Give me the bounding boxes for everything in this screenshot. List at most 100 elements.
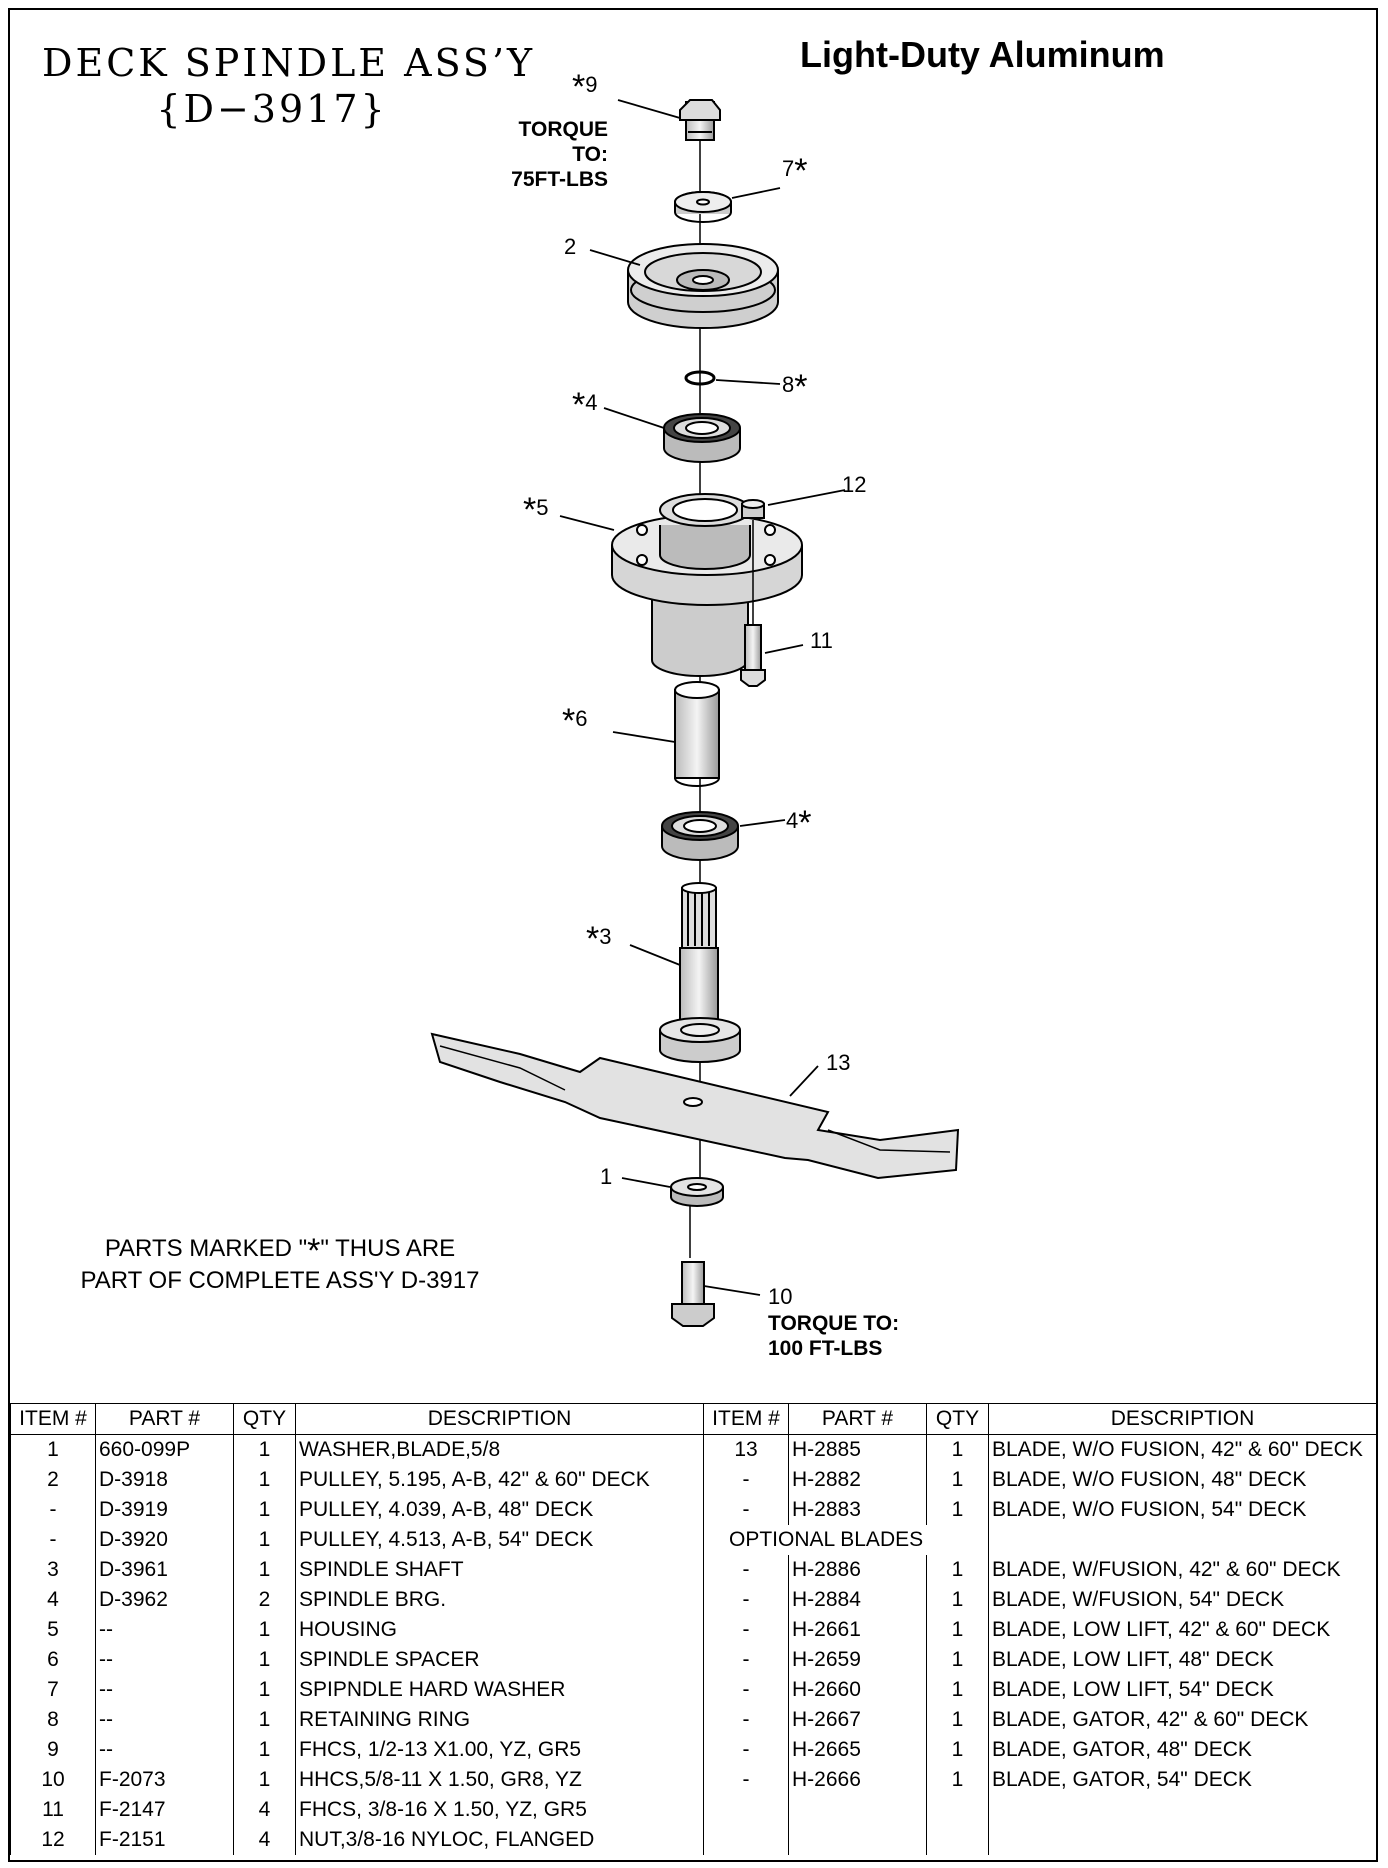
callout-number: 3 (599, 924, 612, 949)
table-cell: 11 (10, 1795, 96, 1825)
note-text: PARTS MARKED " (104, 1235, 308, 1262)
callout-number: 9 (585, 72, 598, 97)
shaft-item-3 (659, 882, 741, 1063)
note-text: " THUS ARE (320, 1235, 456, 1262)
star-marker: * (307, 1232, 321, 1270)
table-cell: 1 (926, 1585, 989, 1615)
bolt-item-10 (671, 1205, 715, 1327)
table-cell: SPIPNDLE HARD WASHER (295, 1675, 704, 1705)
table-cell: H-2882 (788, 1465, 927, 1495)
callout-2: 2 (564, 234, 576, 260)
table-cell: BLADE, GATOR, 54" DECK (988, 1765, 1377, 1795)
column-header: PART # (95, 1403, 234, 1435)
table-cell: D-3962 (95, 1585, 234, 1615)
table-cell: PULLEY, 4.513, A-B, 54" DECK (295, 1525, 704, 1555)
table-cell: 1 (926, 1765, 989, 1795)
table-cell: 1 (926, 1555, 989, 1585)
table-cell: 1 (233, 1465, 296, 1495)
washer-item-7 (674, 191, 732, 223)
pulley-item-2 (627, 243, 779, 329)
table-cell: H-2884 (788, 1585, 927, 1615)
callout-4-lower: 4* (786, 806, 811, 840)
table-cell: 8 (10, 1705, 96, 1735)
bearing-item-4-upper (663, 413, 741, 463)
callout-number: 10 (768, 1284, 793, 1309)
table-cell: 10 (10, 1765, 96, 1795)
table-cell: H-2885 (788, 1434, 927, 1465)
callout-11: 11 (810, 628, 833, 654)
table-cell: SPINDLE SPACER (295, 1645, 704, 1675)
table-cell: 1 (233, 1555, 296, 1585)
star-marker: * (798, 804, 812, 842)
callout-9: *9 (572, 70, 598, 104)
table-cell: BLADE, W/O FUSION, 48" DECK (988, 1465, 1377, 1495)
table-cell: FHCS, 1/2-13 X1.00, YZ, GR5 (295, 1735, 704, 1765)
callout-number: 13 (826, 1050, 851, 1075)
callout-number: 12 (842, 472, 867, 497)
table-cell: F-2147 (95, 1795, 234, 1825)
assembly-note: PARTS MARKED "*" THUS ARE PART OF COMPLE… (80, 1233, 480, 1297)
nut-item-12 (741, 499, 765, 519)
column-header: ITEM # (703, 1403, 789, 1435)
bearing-item-4-lower (661, 811, 739, 861)
table-cell: -- (95, 1675, 234, 1705)
table-cell: H-2660 (788, 1675, 927, 1705)
table-cell: NUT,3/8-16 NYLOC, FLANGED (295, 1825, 704, 1855)
table-cell (703, 1795, 789, 1825)
table-cell: - (703, 1615, 789, 1645)
exploded-diagram (430, 99, 960, 1327)
star-marker: * (572, 68, 586, 106)
spacer-item-6 (674, 681, 720, 787)
table-cell: -- (95, 1645, 234, 1675)
table-cell (926, 1795, 989, 1825)
housing-item-5 (611, 493, 803, 677)
table-cell: 1 (233, 1765, 296, 1795)
table-cell: D-3918 (95, 1465, 234, 1495)
column-header: DESCRIPTION (295, 1403, 704, 1435)
table-cell: - (703, 1675, 789, 1705)
table-cell: BLADE, W/FUSION, 54" DECK (988, 1585, 1377, 1615)
table-cell: 4 (233, 1795, 296, 1825)
table-cell (988, 1525, 1377, 1555)
callout-4-upper: *4 (572, 388, 597, 422)
table-cell: 1 (926, 1434, 989, 1465)
table-cell: HHCS,5/8-11 X 1.50, GR8, YZ (295, 1765, 704, 1795)
table-cell (703, 1825, 789, 1855)
table-cell: -- (95, 1705, 234, 1735)
table-cell: D-3919 (95, 1495, 234, 1525)
torque-note-bottom: TORQUE TO: 100 FT-LBS (768, 1311, 899, 1361)
table-cell: D-3920 (95, 1525, 234, 1555)
star-marker: * (794, 368, 808, 406)
table-cell: SPINDLE BRG. (295, 1585, 704, 1615)
table-cell: - (703, 1465, 789, 1495)
torque-bottom-line1: TORQUE TO: (768, 1312, 900, 1335)
table-cell: H-2659 (788, 1645, 927, 1675)
torque-bottom-line2: 100 FT-LBS (768, 1337, 883, 1360)
star-marker: * (572, 386, 586, 424)
callout-1: 1 (600, 1164, 612, 1190)
table-cell: 1 (926, 1615, 989, 1645)
callout-number: 6 (575, 706, 588, 731)
table-cell: H-2886 (788, 1555, 927, 1585)
table-cell: BLADE, LOW LIFT, 42" & 60" DECK (988, 1615, 1377, 1645)
title-line-2: {D−3917} (156, 87, 388, 131)
table-cell (788, 1825, 927, 1855)
title-line-1: DECK SPINDLE ASS’Y (42, 41, 536, 85)
table-cell: BLADE, LOW LIFT, 48" DECK (988, 1645, 1377, 1675)
table-cell: H-2661 (788, 1615, 927, 1645)
blade-item-13 (430, 1032, 960, 1180)
table-cell: - (703, 1765, 789, 1795)
table-cell: 660-099P (95, 1434, 234, 1465)
table-cell (988, 1825, 1377, 1855)
table-cell: PULLEY, 5.195, A-B, 42" & 60" DECK (295, 1465, 704, 1495)
table-cell: HOUSING (295, 1615, 704, 1645)
optional-blades-label: OPTIONAL BLADES (703, 1525, 989, 1555)
